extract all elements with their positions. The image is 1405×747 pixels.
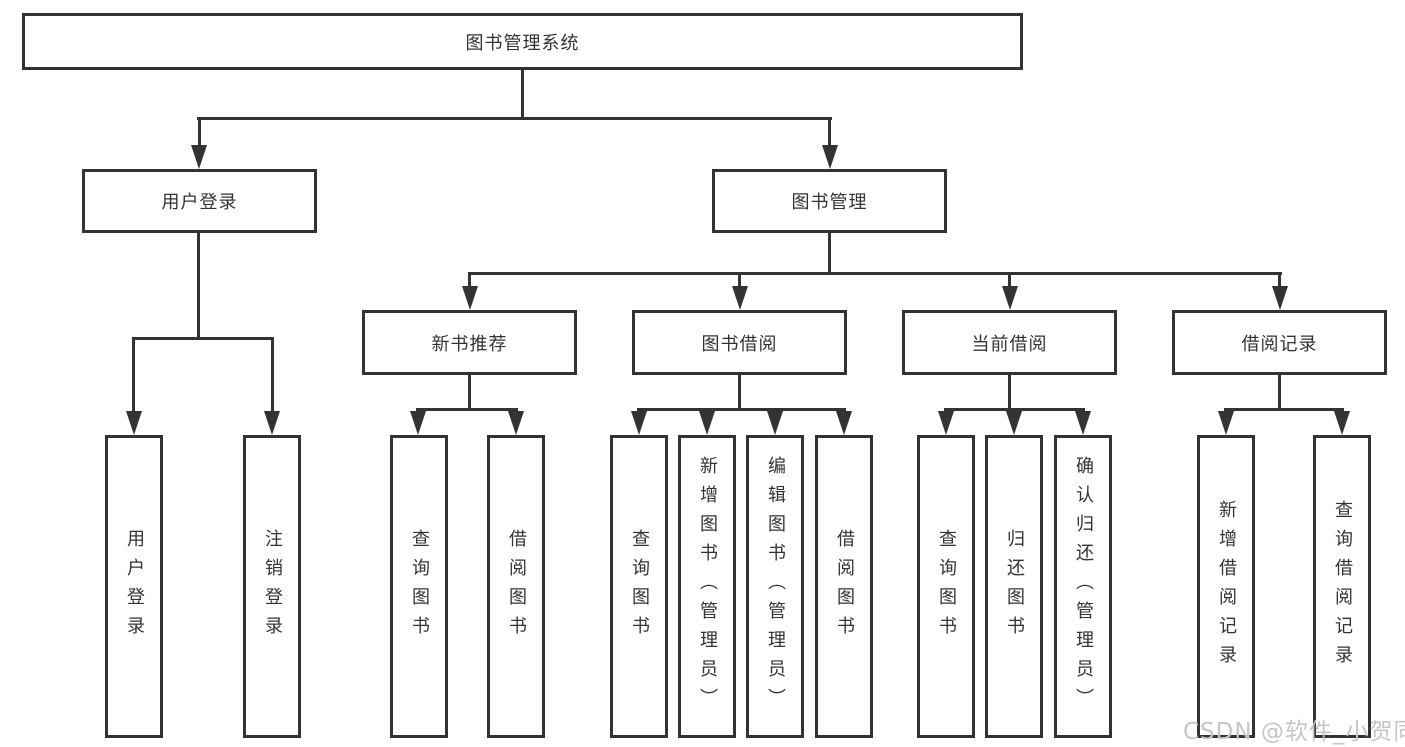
node-current-borrowing-label: 当前借阅 xyxy=(971,333,1048,355)
connector-line xyxy=(738,272,741,290)
node-user-login: 用户登录 xyxy=(82,169,317,233)
arrow-down-icon xyxy=(836,411,852,435)
connector-line xyxy=(468,272,1282,275)
leaf-borrowing-edit-books-admin: 编辑图书（管理员） xyxy=(746,435,804,738)
leaf-recommend-borrow-books: 借阅图书 xyxy=(487,435,545,738)
leaf-label: 用户登录 xyxy=(124,528,145,645)
connector-line xyxy=(828,117,831,149)
leaf-label: 查询图书 xyxy=(409,528,430,645)
node-borrowing-records-label: 借阅记录 xyxy=(1241,333,1318,355)
node-new-book-recommend-label: 新书推荐 xyxy=(431,333,508,355)
leaf-label: 查询图书 xyxy=(936,528,957,645)
arrow-down-icon xyxy=(1218,411,1234,435)
leaf-label: 新增图书（管理员） xyxy=(697,456,718,717)
arrow-down-icon xyxy=(410,411,426,435)
leaf-label: 借阅图书 xyxy=(834,528,855,645)
connector-line xyxy=(197,233,200,340)
node-borrowing-records: 借阅记录 xyxy=(1172,310,1387,375)
connector-line xyxy=(198,117,201,149)
connector-line xyxy=(1278,375,1281,411)
connector-line xyxy=(828,233,831,275)
connector-line xyxy=(637,408,846,411)
node-book-borrowing-label: 图书借阅 xyxy=(701,333,778,355)
connector-line xyxy=(132,337,135,415)
connector-line xyxy=(132,337,274,340)
arrow-down-icon xyxy=(462,286,478,310)
arrow-down-icon xyxy=(1002,286,1018,310)
node-user-login-label: 用户登录 xyxy=(161,192,238,213)
leaf-label: 确认归还（管理员） xyxy=(1073,456,1094,717)
arrow-down-icon xyxy=(508,411,524,435)
arrow-down-icon xyxy=(1075,411,1091,435)
leaf-records-add-record: 新增借阅记录 xyxy=(1197,435,1255,738)
arrow-down-icon xyxy=(699,411,715,435)
arrow-down-icon xyxy=(822,145,838,169)
arrow-down-icon xyxy=(1006,411,1022,435)
arrow-down-icon xyxy=(767,411,783,435)
node-book-management: 图书管理 xyxy=(712,169,947,233)
leaf-label: 查询借阅记录 xyxy=(1332,499,1353,674)
leaf-borrowing-add-books-admin: 新增图书（管理员） xyxy=(678,435,736,738)
leaf-current-query-books: 查询图书 xyxy=(917,435,975,738)
leaf-user-login: 用户登录 xyxy=(105,435,163,738)
arrow-down-icon xyxy=(191,145,207,169)
leaf-borrowing-borrow-books: 借阅图书 xyxy=(815,435,873,738)
node-current-borrowing: 当前借阅 xyxy=(902,310,1117,375)
leaf-label: 归还图书 xyxy=(1004,528,1025,645)
leaf-label: 查询图书 xyxy=(629,528,650,645)
leaf-borrowing-query-books: 查询图书 xyxy=(610,435,668,738)
connector-line xyxy=(468,375,471,411)
leaf-label: 新增借阅记录 xyxy=(1216,499,1237,674)
arrow-down-icon xyxy=(126,411,142,435)
leaf-recommend-query-books: 查询图书 xyxy=(390,435,448,738)
connector-line xyxy=(1278,272,1281,290)
arrow-down-icon xyxy=(1334,411,1350,435)
arrow-down-icon xyxy=(264,411,280,435)
leaf-label: 借阅图书 xyxy=(506,528,527,645)
node-book-management-label: 图书管理 xyxy=(791,192,868,213)
arrow-down-icon xyxy=(1272,286,1288,310)
connector-line xyxy=(271,337,274,415)
node-book-borrowing: 图书借阅 xyxy=(632,310,847,375)
leaf-current-return-books: 归还图书 xyxy=(985,435,1043,738)
node-root-label: 图书管理系统 xyxy=(465,32,580,54)
connector-line xyxy=(1008,375,1011,411)
leaf-records-query-record: 查询借阅记录 xyxy=(1313,435,1371,738)
arrow-down-icon xyxy=(631,411,647,435)
leaf-logout: 注销登录 xyxy=(243,435,301,738)
node-new-book-recommend: 新书推荐 xyxy=(362,310,577,375)
connector-line xyxy=(521,69,524,119)
arrow-down-icon xyxy=(938,411,954,435)
connector-line xyxy=(1224,408,1344,411)
connector-line xyxy=(1008,272,1011,290)
leaf-label: 编辑图书（管理员） xyxy=(765,456,786,717)
csdn-watermark: CSDN @软件_小贺同学 xyxy=(1183,719,1405,745)
node-root: 图书管理系统 xyxy=(22,13,1023,70)
connector-line xyxy=(197,117,832,120)
connector-line xyxy=(468,272,471,290)
leaf-current-confirm-return-admin: 确认归还（管理员） xyxy=(1054,435,1112,738)
connector-line xyxy=(416,408,518,411)
connector-line xyxy=(738,375,741,411)
leaf-label: 注销登录 xyxy=(262,528,283,645)
arrow-down-icon xyxy=(732,286,748,310)
